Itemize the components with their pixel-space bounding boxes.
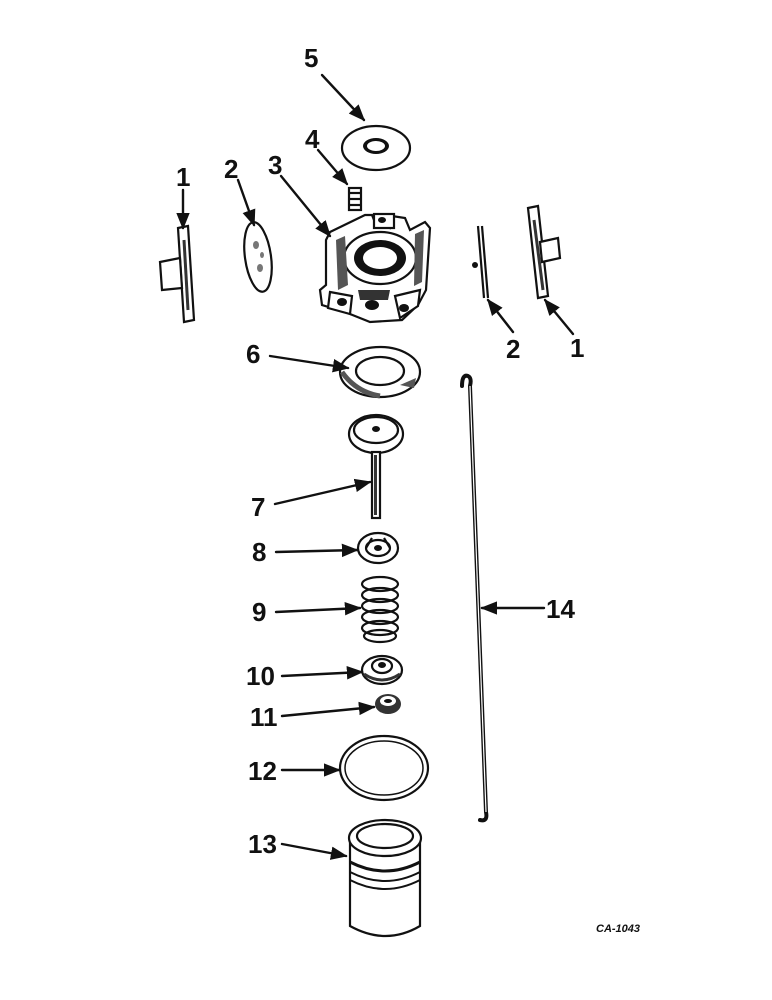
callout-3: 3 (268, 150, 282, 180)
callout-13: 13 (248, 829, 277, 859)
part-11-nut (375, 694, 401, 714)
part-4-small-spring (347, 186, 363, 212)
callout-11: 11 (250, 702, 278, 732)
callout-2-right: 2 (506, 334, 520, 364)
callout-1-left: 1 (176, 162, 190, 192)
part-2-gasket-left (243, 221, 273, 293)
callout-10: 10 (246, 661, 275, 691)
part-9-coil-spring (360, 575, 400, 644)
callout-1-right: 1 (570, 333, 584, 363)
callout-4: 4 (305, 124, 320, 154)
callout-6: 6 (246, 339, 260, 369)
part-13-bowl (347, 818, 423, 937)
callout-14: 14 (546, 594, 575, 624)
callout-7: 7 (251, 492, 265, 522)
figure-code: CA-1043 (596, 923, 640, 935)
part-1-cover-plate-left (158, 224, 196, 324)
part-5-washer (340, 124, 412, 172)
part-14-hook-rod (460, 373, 489, 823)
part-7-valve-stem (347, 413, 405, 520)
callout-2-left: 2 (224, 154, 238, 184)
part-8-retainer (356, 531, 400, 565)
part-10-spring-seat (360, 654, 404, 686)
part-2-gasket-right (472, 225, 490, 299)
part-12-seal-ring (338, 734, 430, 802)
callout-9: 9 (252, 597, 266, 627)
callout-12: 12 (248, 756, 277, 786)
callout-8: 8 (252, 537, 266, 567)
part-3-valve-body (318, 212, 432, 324)
part-6-diaphragm (338, 345, 422, 399)
callout-5: 5 (304, 43, 318, 73)
leader-lines (176, 73, 575, 860)
part-1-cover-plate-right (526, 204, 562, 300)
